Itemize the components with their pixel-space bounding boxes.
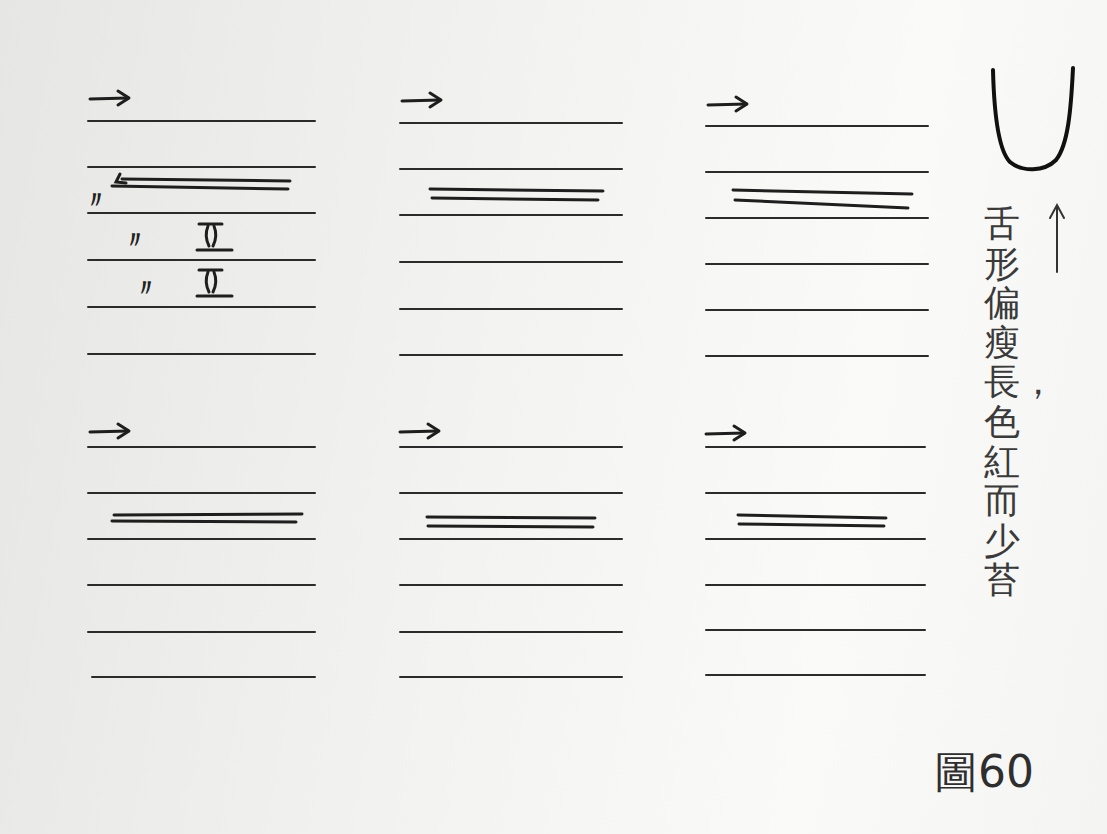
ditto-mark: 〃 [84, 188, 108, 212]
ditto-mark: 〃 [123, 228, 147, 252]
figure-number: 圖60 [934, 750, 1034, 794]
vertical-note: 舌形偏瘦長，色紅而少苔 [984, 204, 1020, 600]
ditto-mark: 〃 [134, 276, 158, 300]
